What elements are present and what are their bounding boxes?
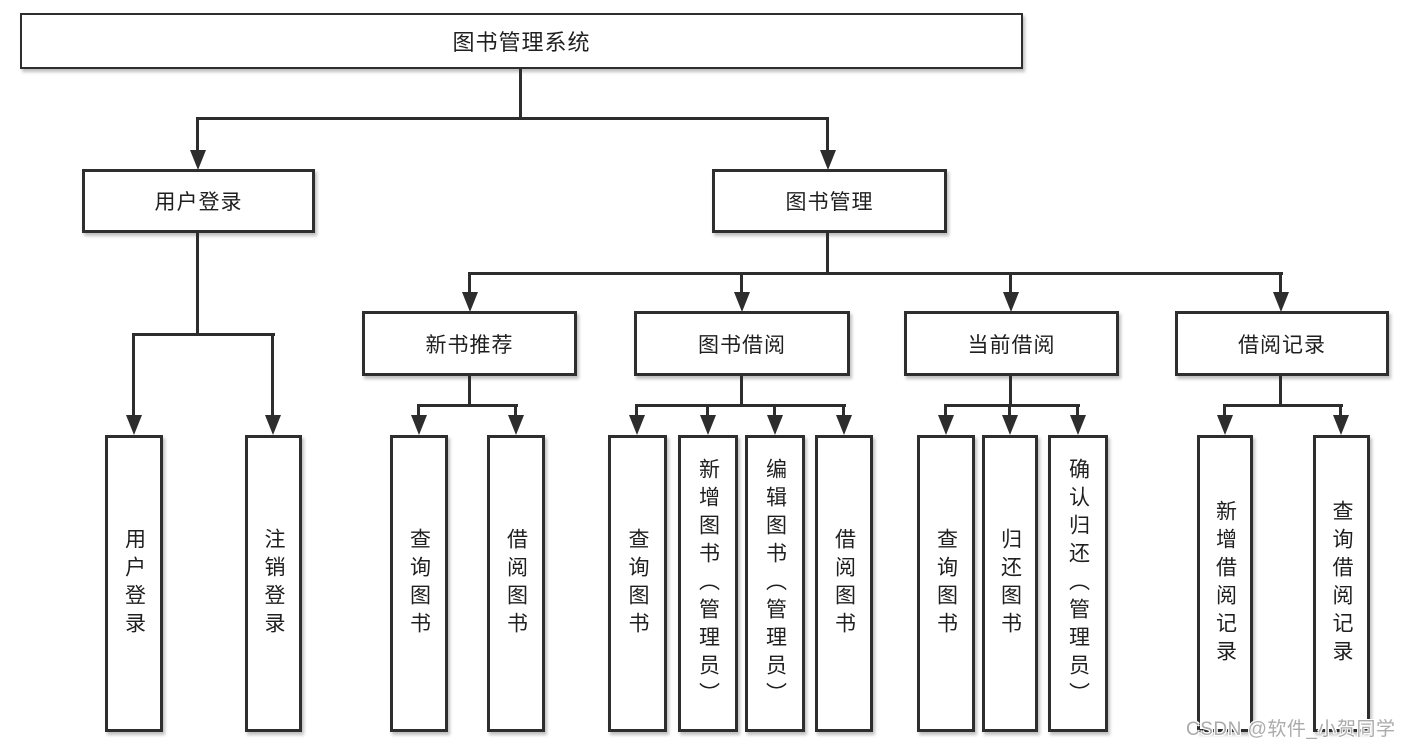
node-box-current-borrowing: 当前借阅 [904,311,1119,376]
arrow-down-icon [462,292,478,312]
leaf-query-borrow-record: 查询借阅记录 [1313,435,1370,732]
connector-line [1008,404,1011,418]
node-box-borrowing-records: 借阅记录 [1175,311,1389,376]
connector-line [826,117,829,154]
leaf-return-books: 归还图书 [982,435,1038,732]
leaf-borrow-books: 借阅图书 [815,435,873,732]
leaf-borrow-books-recommend: 借阅图书 [487,435,545,732]
leaf-query-books-recommend: 查询图书 [390,435,448,732]
arrow-down-icon [126,415,142,435]
leaf-label: 确认归还（管理员） [1066,457,1090,710]
arrow-down-icon [820,150,836,170]
node-label: 用户登录 [154,191,243,214]
leaf-label: 归还图书 [998,527,1022,640]
arrow-down-icon [734,292,750,312]
arrow-down-icon [1273,292,1289,312]
arrow-down-icon [1217,415,1233,435]
connector-line [826,233,829,275]
connector-line [196,117,829,120]
connector-line [196,233,199,336]
arrow-down-icon [767,415,783,435]
connector-line [740,272,743,296]
connector-line [635,404,846,407]
connector-line [1279,272,1282,296]
node-box-book-borrowing: 图书借阅 [634,311,850,376]
arrow-down-icon [265,415,281,435]
connector-line [468,272,1283,275]
leaf-label: 查询图书 [407,527,431,640]
leaf-user-login: 用户登录 [105,435,163,732]
arrow-down-icon [836,415,852,435]
node-label: 图书借阅 [698,333,786,357]
leaf-label: 编辑图书（管理员） [763,457,787,710]
node-label: 图书管理系统 [452,30,591,55]
node-box-new-book-recommend: 新书推荐 [362,311,577,376]
connector-line [468,376,471,407]
node-label: 当前借阅 [967,333,1056,357]
connector-line [1339,404,1342,418]
leaf-query-books-borrowing: 查询图书 [608,435,667,732]
node-box-library-system: 图书管理系统 [20,13,1023,69]
leaf-label: 查询图书 [934,527,958,640]
arrow-down-icon [1003,292,1019,312]
arrow-down-icon [411,415,427,435]
connector-line [417,404,420,418]
arrow-down-icon [629,415,645,435]
connector-line [132,333,275,336]
connector-line [1223,404,1226,418]
leaf-add-books-admin: 新增图书（管理员） [678,435,738,732]
connector-line [706,404,709,418]
leaf-confirm-return-admin: 确认归还（管理员） [1048,435,1108,732]
leaf-add-borrow-record: 新增借阅记录 [1197,435,1253,732]
connector-line [773,404,776,418]
connector-line [635,404,638,418]
connector-line [944,404,947,418]
leaf-logout: 注销登录 [245,435,302,732]
leaf-label: 用户登录 [122,527,146,640]
connector-line [132,333,135,418]
arrow-down-icon [1002,415,1018,435]
connector-line [1009,272,1012,296]
connector-line [196,117,199,154]
connector-line [514,404,517,418]
connector-line [1223,404,1343,407]
arrow-down-icon [508,415,524,435]
node-label: 借阅记录 [1238,333,1326,357]
leaf-label: 注销登录 [262,527,285,640]
connector-line [417,404,518,407]
connector-line [468,272,471,296]
leaf-label: 查询图书 [626,527,649,640]
leaf-label: 借阅图书 [504,527,528,640]
connector-line [1279,376,1282,407]
connector-line [271,333,274,418]
arrow-down-icon [700,415,716,435]
leaf-label: 查询借阅记录 [1330,499,1353,668]
leaf-label: 新增借阅记录 [1213,499,1237,668]
arrow-down-icon [1070,415,1086,435]
node-box-book-management: 图书管理 [712,169,947,233]
csdn-watermark: CSDN @软件_小贺同学 [1186,719,1396,740]
connector-line [519,69,522,120]
arrow-down-icon [938,415,954,435]
node-label: 新书推荐 [425,333,514,357]
leaf-edit-books-admin: 编辑图书（管理员） [745,435,805,732]
node-box-user-login: 用户登录 [82,169,315,233]
arrow-down-icon [1333,415,1349,435]
connector-line [740,376,743,407]
node-label: 图书管理 [785,191,874,214]
leaf-query-books-current: 查询图书 [917,435,975,732]
connector-line [842,404,845,418]
arrow-down-icon [190,150,206,170]
leaf-label: 新增图书（管理员） [696,457,720,710]
leaf-label: 借阅图书 [832,527,856,640]
connector-line [1009,376,1012,407]
connector-line [944,404,1080,407]
connector-line [1076,404,1079,418]
